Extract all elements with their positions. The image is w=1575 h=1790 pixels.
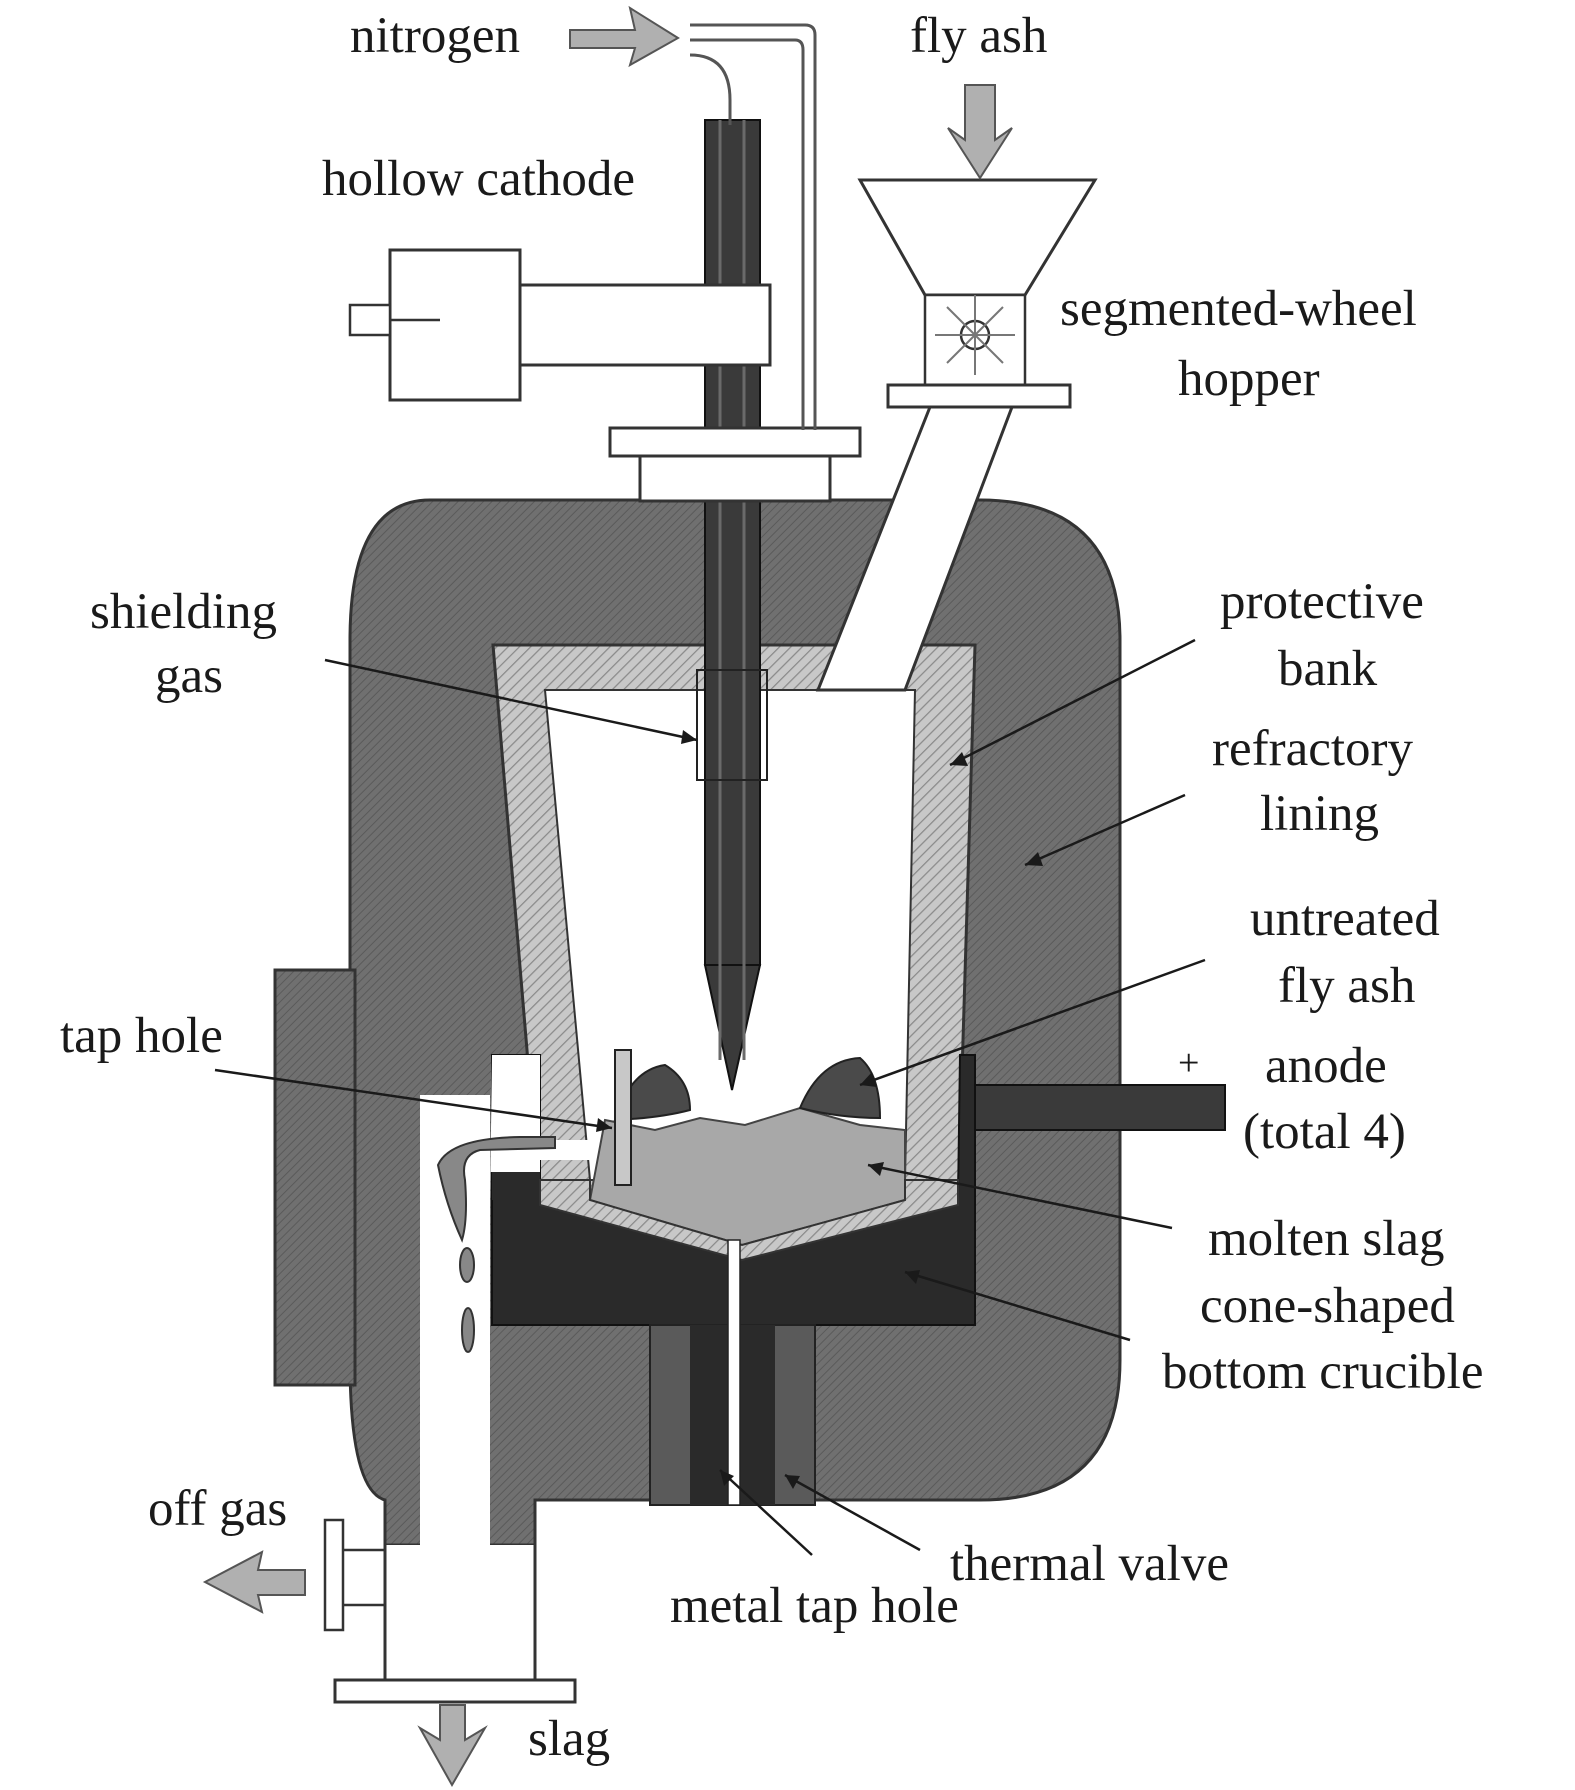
label-bank: bank <box>1278 641 1378 697</box>
cathode-holder <box>348 248 772 402</box>
segmented-wheel-hopper <box>857 178 1098 409</box>
label-gas: gas <box>155 648 223 704</box>
off-gas-arrow <box>202 1550 306 1614</box>
slag-arrow <box>417 1704 488 1788</box>
label-protective: protective <box>1220 574 1424 630</box>
slag-channel <box>420 1095 490 1545</box>
label-shielding: shielding <box>90 584 277 640</box>
leader-arrowheads <box>596 730 1043 1489</box>
label-plus-sign: + <box>1178 1042 1199 1084</box>
protective-bank-bottom <box>539 1179 959 1262</box>
label-lining: lining <box>1260 786 1379 842</box>
leader-lines <box>214 638 1206 1556</box>
untreated-fly-ash-left <box>613 1063 692 1122</box>
label-untreated-fly-ash: fly ash <box>1278 958 1415 1014</box>
cathode-flange <box>608 426 862 503</box>
label-metal-tap-hole: metal tap hole <box>670 1578 959 1634</box>
metal-tap-hole-channel <box>727 1239 741 1506</box>
hollow-cathode <box>696 119 768 1091</box>
label-thermal-valve: thermal valve <box>950 1536 1229 1592</box>
anode <box>974 1084 1226 1131</box>
label-anode: anode <box>1265 1038 1387 1094</box>
label-untreated: untreated <box>1250 891 1440 947</box>
label-hopper: hopper <box>1178 351 1320 407</box>
label-off-gas: off gas <box>148 1481 287 1537</box>
fly-ash-arrow <box>947 84 1013 180</box>
label-segmented-wheel: segmented-wheel <box>1060 281 1417 337</box>
off-gas-outlet <box>323 1518 577 1704</box>
nitrogen-arrow <box>569 5 680 68</box>
tap-hole <box>420 1049 632 1353</box>
label-slag: slag <box>528 1711 610 1767</box>
label-refractory: refractory <box>1212 721 1414 777</box>
nitrogen-pipe <box>689 23 817 430</box>
label-molten-slag: molten slag <box>1208 1211 1445 1267</box>
label-anode-total: (total 4) <box>1243 1104 1406 1160</box>
label-nitrogen: nitrogen <box>350 8 520 64</box>
label-cone-shaped: cone-shaped <box>1200 1278 1455 1334</box>
label-fly-ash: fly ash <box>910 8 1047 64</box>
label-hollow-cathode: hollow cathode <box>322 151 635 207</box>
label-tap-hole: tap hole <box>60 1008 223 1064</box>
label-bottom-crucible: bottom crucible <box>1162 1344 1484 1400</box>
fly-ash-feed-pipe <box>815 405 1015 692</box>
